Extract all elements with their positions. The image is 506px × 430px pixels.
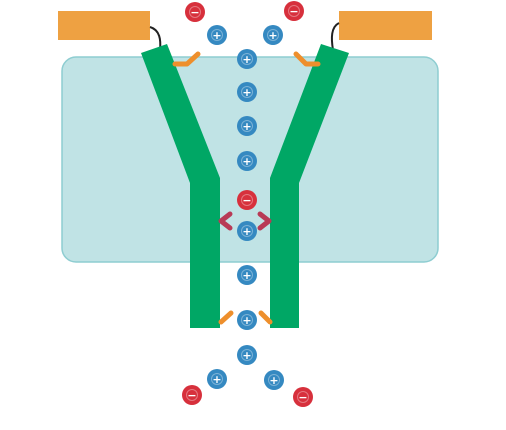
gate-block-right	[339, 11, 432, 40]
ion-charge-label: −	[289, 5, 298, 18]
cation-ion: +	[264, 370, 284, 390]
plus-circle-icon	[237, 151, 257, 171]
ion-charge-label: +	[242, 53, 251, 66]
ion-charge-label: +	[242, 269, 251, 282]
filter-residue-right	[257, 211, 272, 231]
ion-charge-label: +	[268, 29, 277, 42]
minus-circle-icon	[293, 387, 313, 407]
ions-layer: ++++++++++++−−−−−	[182, 1, 313, 407]
cation-ion: +	[207, 369, 227, 389]
ion-charge-label: +	[242, 314, 251, 327]
gate-block-left	[58, 11, 150, 40]
cation-ion: +	[237, 221, 257, 241]
plus-circle-icon	[207, 25, 227, 45]
ion-highlight	[241, 225, 253, 237]
plus-circle-icon	[237, 49, 257, 69]
ion-charge-label: +	[212, 29, 221, 42]
minus-circle-icon	[284, 1, 304, 21]
ion-highlight	[241, 86, 253, 98]
channel-subunit-left	[141, 44, 220, 328]
gate-tether-right	[330, 22, 340, 51]
plus-circle-icon	[237, 265, 257, 285]
cation-ion: +	[237, 49, 257, 69]
ion-highlight	[241, 155, 253, 167]
filter-residue-left	[218, 211, 233, 231]
ion-highlight	[241, 314, 253, 326]
ion-charge-label: −	[242, 194, 251, 207]
anion-ion: −	[237, 190, 257, 210]
ion-charge-label: +	[242, 120, 251, 133]
cation-ion: +	[263, 25, 283, 45]
ion-highlight	[241, 269, 253, 281]
ion-highlight	[297, 391, 309, 403]
ion-highlight	[211, 29, 223, 41]
channel-subunit-right	[270, 44, 349, 328]
ion-highlight	[186, 389, 198, 401]
ion-highlight	[241, 349, 253, 361]
ion-charge-label: −	[190, 6, 199, 19]
ion-charge-label: +	[242, 155, 251, 168]
ion-charge-label: +	[242, 349, 251, 362]
anion-ion: −	[182, 385, 202, 405]
ion-charge-label: +	[212, 373, 221, 386]
anion-ion: −	[185, 2, 205, 22]
ion-highlight	[268, 374, 280, 386]
plus-circle-icon	[237, 310, 257, 330]
outer-residue-right	[293, 51, 321, 67]
ion-charge-label: +	[269, 374, 278, 387]
plus-circle-icon	[264, 370, 284, 390]
cation-ion: +	[237, 116, 257, 136]
ion-highlight	[288, 5, 300, 17]
ion-highlight	[241, 120, 253, 132]
ion-highlight	[267, 29, 279, 41]
inner-residue-left	[218, 310, 234, 325]
ion-highlight	[211, 373, 223, 385]
ion-charge-label: +	[242, 86, 251, 99]
cation-ion: +	[237, 310, 257, 330]
cation-ion: +	[237, 82, 257, 102]
plus-circle-icon	[237, 345, 257, 365]
outer-residue-left	[172, 51, 201, 67]
cation-ion: +	[237, 151, 257, 171]
plus-circle-icon	[237, 82, 257, 102]
ion-highlight	[241, 53, 253, 65]
inner-residue-right	[258, 310, 273, 325]
gate-tether-left	[149, 26, 162, 51]
plus-circle-icon	[237, 221, 257, 241]
cation-ion: +	[207, 25, 227, 45]
ion-charge-label: −	[187, 389, 196, 402]
anion-ion: −	[284, 1, 304, 21]
ion-highlight	[189, 6, 201, 18]
plus-circle-icon	[237, 116, 257, 136]
plus-circle-icon	[207, 369, 227, 389]
minus-circle-icon	[182, 385, 202, 405]
minus-circle-icon	[237, 190, 257, 210]
ion-highlight	[241, 194, 253, 206]
cation-ion: +	[237, 265, 257, 285]
ion-charge-label: +	[242, 225, 251, 238]
anion-ion: −	[293, 387, 313, 407]
cation-ion: +	[237, 345, 257, 365]
minus-circle-icon	[185, 2, 205, 22]
ion-charge-label: −	[298, 391, 307, 404]
plus-circle-icon	[263, 25, 283, 45]
